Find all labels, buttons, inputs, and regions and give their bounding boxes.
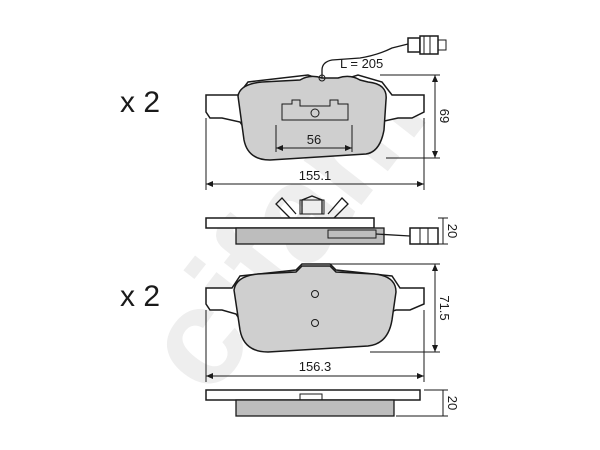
top-pad-rivet [310, 108, 320, 118]
top-pad-friction-surface [237, 75, 387, 161]
top-side-friction [235, 227, 385, 245]
bottom-height-label: 71.5 [437, 295, 452, 320]
top-pad-front-view: L = 205 56 69 155.1 x 2 [120, 35, 452, 190]
bottom-pad-friction-surface [233, 265, 397, 353]
top-side-connector [409, 227, 439, 245]
bottom-thickness-label: 20 [445, 396, 460, 410]
wear-sensor-wire [321, 43, 409, 78]
top-pad-side-view: 20 [205, 195, 460, 245]
top-quantity-label: x 2 [120, 86, 160, 119]
wear-sensor-clip [318, 74, 326, 82]
top-height-label: 69 [437, 109, 452, 123]
bottom-pad-side-view: 20 [205, 389, 460, 417]
bottom-width-label: 156.3 [299, 359, 332, 374]
bottom-side-backing-plate [205, 389, 421, 401]
bottom-pad-front-view: 71.5 156.3 x 2 [120, 263, 452, 382]
top-width-label: 155.1 [299, 168, 332, 183]
sensor-length-label: L = 205 [340, 56, 383, 71]
top-pad-slot [281, 99, 349, 121]
bottom-pad-rivet-bottom [311, 319, 319, 327]
spring-clip [275, 195, 349, 219]
wear-sensor-connector [407, 35, 447, 55]
bottom-quantity-label: x 2 [120, 280, 160, 313]
bottom-side-friction [235, 399, 395, 417]
slot-width-label: 56 [307, 132, 321, 147]
top-thickness-label: 20 [445, 224, 460, 238]
top-side-backing-plate [205, 217, 375, 229]
bottom-pad-rivet-top [311, 290, 319, 298]
